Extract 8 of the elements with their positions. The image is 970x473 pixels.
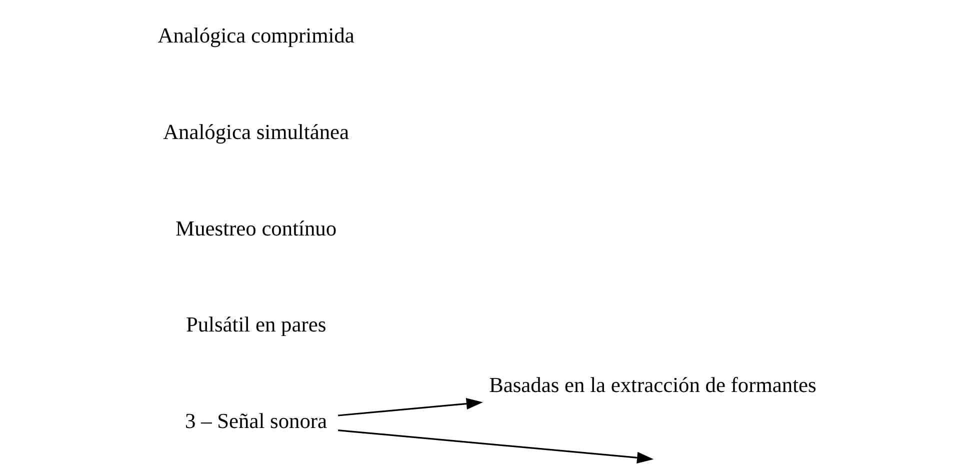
node-text: 3 – Señal sonora (184, 408, 327, 433)
label: Analógica comprimida (157, 24, 354, 48)
node-text: Basadas en la extracción de formantes (488, 372, 816, 397)
label: Analógica simultánea (162, 120, 349, 144)
arrow (338, 398, 482, 416)
label: Pulsátil en pares (185, 312, 326, 337)
arrow (338, 430, 654, 464)
label: Muestreo contínuo (175, 216, 336, 240)
